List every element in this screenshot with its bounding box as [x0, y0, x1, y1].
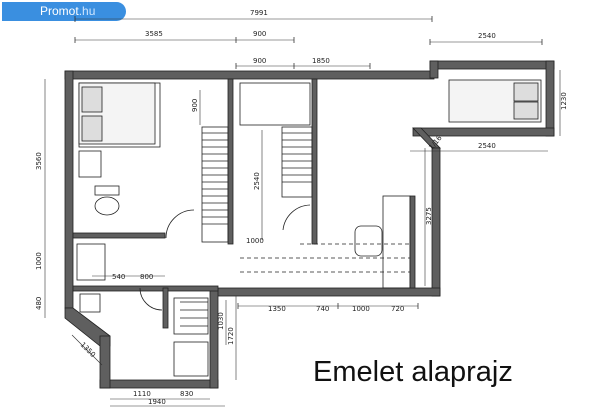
brand-badge[interactable]: Promot.hu: [2, 2, 126, 21]
dim-bottom-720: 720: [391, 305, 404, 313]
pillow-left-a: [81, 86, 103, 113]
sink: [78, 150, 102, 178]
dim-inner-900: 900: [253, 57, 266, 65]
dim-top-mid: 900: [253, 30, 266, 38]
plan-title: Emelet alaprajz: [313, 356, 513, 388]
dim-bath-1030: 1030: [217, 312, 225, 330]
dim-bottom-1000: 1000: [352, 305, 370, 313]
door-arc-bath: [139, 287, 163, 311]
dim-bottom-1940: 1940: [148, 398, 166, 406]
dim-bottom-830: 830: [180, 390, 193, 398]
brand-suffix: .hu: [78, 4, 96, 18]
dim-stair-1000: 1000: [246, 237, 264, 245]
door-arc-bedroom: [165, 209, 195, 239]
dim-stair-900: 900: [191, 99, 199, 112]
wall-fills: [64, 60, 555, 389]
toilet-top: [94, 196, 120, 216]
dim-diag-1350: 1350: [79, 341, 97, 359]
wall-interior-bedroom: [72, 232, 166, 239]
stair-well: [239, 82, 311, 126]
dim-left-480: 480: [35, 297, 43, 310]
dim-right-2540: 2540: [478, 142, 496, 150]
wall-right-main: [429, 60, 439, 79]
stair-left: [201, 126, 229, 243]
dim-bath-1720: 1720: [227, 327, 235, 345]
wardrobe: [382, 195, 411, 289]
stair-treads: [180, 132, 312, 327]
dim-inner-1850: 1850: [312, 57, 330, 65]
wall-interior-stair-right: [311, 78, 318, 245]
shower-tray: [173, 297, 209, 335]
wall-bottom: [214, 287, 441, 297]
brand-name: Promot: [40, 4, 79, 18]
wall-right-lower: [431, 147, 441, 297]
dim-right-1230: 1230: [560, 92, 568, 110]
wall-interior-wc: [162, 287, 169, 329]
wall-left: [64, 70, 74, 309]
dim-right-3275: 3275: [425, 207, 433, 225]
wall-interior-stair-left: [227, 78, 234, 245]
dimension-lines: [44, 18, 561, 407]
dim-stair-2540: 2540: [253, 172, 261, 190]
desk-chair: [354, 225, 383, 257]
stair-right: [281, 126, 313, 198]
bath-sink: [76, 243, 106, 281]
dim-bottom-1110: 1110: [133, 390, 151, 398]
dimension-ticks: [74, 16, 543, 309]
wall-interior-desk: [409, 195, 416, 289]
wall-wing-left: [99, 335, 111, 389]
pillow-right-b: [513, 101, 539, 120]
wall-wing-bottom: [99, 379, 219, 389]
wall-top: [64, 70, 435, 80]
wall-wing-right: [209, 287, 219, 389]
dim-bottom-740: 740: [316, 305, 329, 313]
bath-toilet: [79, 293, 101, 313]
door-arc-stair: [282, 204, 311, 231]
dim-left-3560: 3560: [35, 152, 43, 170]
dim-left-1000: 1000: [35, 252, 43, 270]
dim-top-left: 3585: [145, 30, 163, 38]
wall-interior-bath: [72, 285, 219, 292]
wall-right-step: [412, 127, 555, 137]
dim-bath-540: 540: [112, 273, 125, 281]
pillow-right-a: [513, 82, 539, 102]
dim-bath-800: 800: [140, 273, 153, 281]
toilet-tank: [94, 185, 120, 196]
room-lines: [76, 79, 542, 377]
washing-unit: [173, 341, 209, 377]
wall-top-right: [429, 60, 555, 70]
pillow-left-b: [81, 115, 103, 142]
wall-right-top: [545, 60, 555, 137]
dim-top-right: 2540: [478, 32, 496, 40]
dim-bottom-1350: 1350: [268, 305, 286, 313]
dim-top-total: 7991: [250, 9, 268, 17]
